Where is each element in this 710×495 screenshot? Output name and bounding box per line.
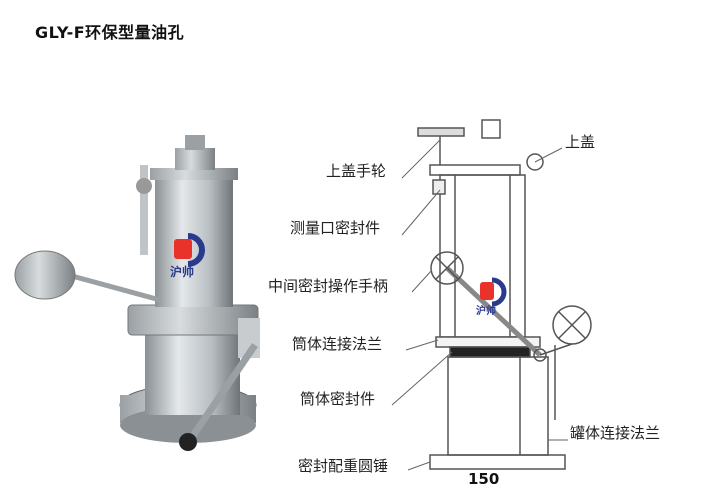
label-gauge-port-seal: 测量口密封件 <box>290 219 381 237</box>
svg-text:沪帅: 沪帅 <box>170 264 194 279</box>
svg-text:沪帅: 沪帅 <box>476 304 496 317</box>
label-top-handwheel: 上盖手轮 <box>326 162 387 180</box>
brand-logo: 沪帅 <box>170 233 205 279</box>
label-counterweight: 密封配重圆锤 <box>298 457 389 475</box>
label-cylinder-flange: 筒体连接法兰 <box>292 335 383 353</box>
brand-logo-diagram: 沪帅 <box>476 277 507 317</box>
label-tank-flange: 罐体连接法兰 <box>570 424 661 442</box>
label-middle-seal-handle: 中间密封操作手柄 <box>268 277 389 295</box>
dimension-label: 150 <box>468 470 500 488</box>
page-title: GLY-F环保型量油孔 <box>35 23 185 42</box>
label-top-cover: 上盖 <box>565 133 596 151</box>
label-cylinder-seal: 筒体密封件 <box>300 390 376 408</box>
